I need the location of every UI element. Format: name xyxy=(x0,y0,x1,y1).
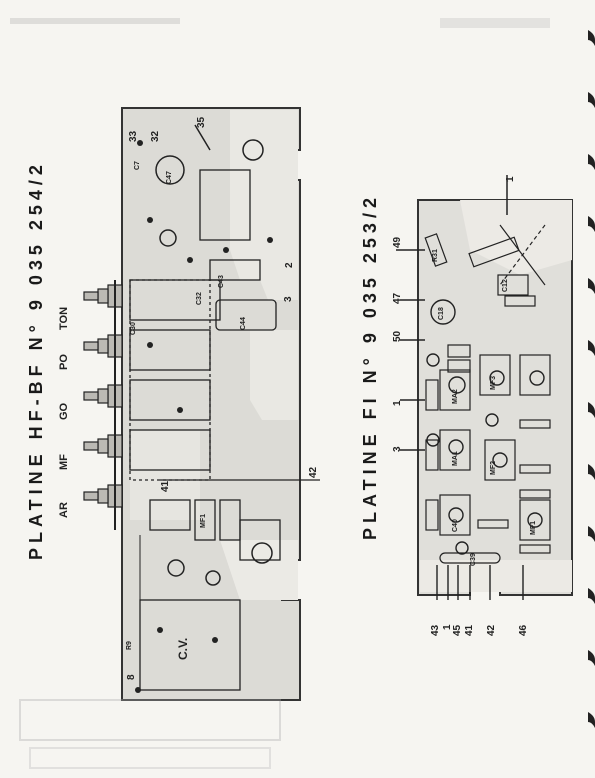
hf-comp-c7: C7 xyxy=(134,161,141,170)
fi-comp-mf2: MF1 xyxy=(530,521,537,535)
hf-pin-3: 3 xyxy=(283,296,294,302)
hf-comp-c44: C44 xyxy=(240,317,247,330)
fi-pin-46: 46 xyxy=(518,624,529,636)
fi-comp-c12: C12 xyxy=(502,279,509,292)
hf-pin-32: 32 xyxy=(150,130,161,142)
connector-label-ton: TON xyxy=(58,306,70,330)
fi-corner-label: 1 xyxy=(505,176,516,182)
fi-board-title: PLATINE FI N° 9 035 253/2 xyxy=(360,193,380,540)
fi-pin-50: 50 xyxy=(392,330,403,342)
fi-pin-1: 1 xyxy=(392,400,403,406)
hf-pin-33: 33 xyxy=(128,130,139,142)
hf-comp-r1: R9 xyxy=(126,641,133,650)
fi-pin-42: 42 xyxy=(486,624,497,636)
binding-holes xyxy=(588,30,595,728)
fi-comp-c39: C39 xyxy=(470,553,477,566)
connector-label-po: PO xyxy=(58,354,70,370)
fi-pin-49: 49 xyxy=(392,236,403,248)
connector-label-mf: MF xyxy=(58,454,70,470)
fi-comp-mf3: MF2 xyxy=(490,461,497,475)
fi-comp-mf4: MF3 xyxy=(490,376,497,390)
cv-label: C.V. xyxy=(176,637,190,660)
hf-bf-board-title: PLATINE HF-BF N° 9 035 254/2 xyxy=(26,160,46,560)
fi-pin-47: 47 xyxy=(392,292,403,304)
fi-comp-ma1: C40 xyxy=(452,519,459,532)
hf-comp-c32: C32 xyxy=(196,292,203,305)
hf-comp-c43: C43 xyxy=(218,275,225,288)
hf-comp-c47: C47 xyxy=(166,171,173,184)
fi-comp-ma3: MA2 xyxy=(452,389,459,404)
fi-pin-45: 45 xyxy=(452,624,463,636)
connector-label-go: GO xyxy=(58,402,70,420)
fi-comp-ma2: MA1 xyxy=(452,451,459,466)
fi-pin-43: 43 xyxy=(430,624,441,636)
hf-pin-35: 35 xyxy=(196,116,207,128)
hf-comp-r7: MF1 xyxy=(200,514,207,528)
hf-bf-board xyxy=(83,107,320,701)
fi-comp-c18: C18 xyxy=(438,307,445,320)
ghost-logo xyxy=(19,699,281,769)
bleed-through-text xyxy=(10,18,550,28)
fi-comp-r31: R31 xyxy=(432,249,439,262)
hf-comp-c30: C30 xyxy=(130,322,137,335)
hf-pin-2: 2 xyxy=(284,262,295,268)
fi-board xyxy=(396,175,573,600)
hf-pin-42: 42 xyxy=(308,466,319,478)
fi-pin-41: 41 xyxy=(464,624,475,636)
fi-pin-3: 3 xyxy=(392,446,403,452)
connector-label-ar: AR xyxy=(58,502,70,518)
hf-pin-41: 41 xyxy=(160,480,171,492)
hf-pin-8: 8 xyxy=(126,674,137,680)
